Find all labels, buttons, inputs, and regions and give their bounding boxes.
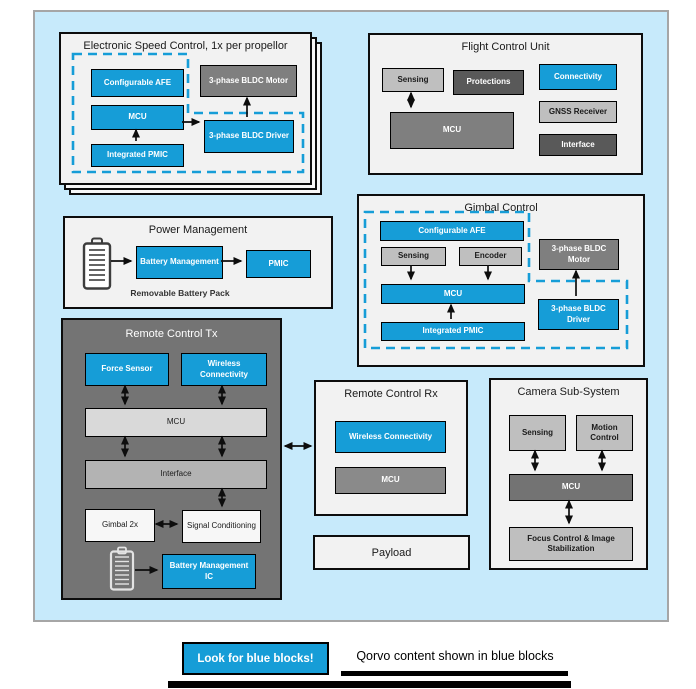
section-payload: Payload [313, 535, 470, 570]
gimbal-title: Gimbal Control [464, 202, 538, 214]
esc-configurable-afe-block: Configurable AFE [91, 69, 184, 97]
section-esc: Electronic Speed Control, 1x per propell… [59, 32, 312, 185]
section-remote-control-tx: Remote Control Tx Force Sensor Wireless … [61, 318, 282, 600]
power-pmic-block: PMIC [246, 250, 311, 278]
esc-integrated-pmic-block: Integrated PMIC [91, 144, 184, 167]
fcu-gnss-receiver-block: GNSS Receiver [539, 101, 617, 123]
fcu-protections-block: Protections [453, 70, 524, 95]
gimbal-bldc-driver-block: 3-phase BLDC Driver [538, 299, 619, 330]
esc-mcu-block: MCU [91, 105, 184, 130]
battery-icon [109, 546, 135, 591]
esc-bldc-motor-block: 3-phase BLDC Motor [200, 65, 297, 97]
fcu-interface-block: Interface [539, 134, 617, 156]
fcu-connectivity-block: Connectivity [539, 64, 617, 90]
camera-sensing-block: Sensing [509, 415, 566, 451]
legend-badge-label: Look for blue blocks! [197, 652, 314, 665]
payload-title: Payload [371, 546, 412, 559]
battery-icon [82, 237, 112, 290]
tx-interface-block: Interface [85, 460, 267, 489]
legend-underline-bar [341, 671, 568, 676]
power-title: Power Management [148, 224, 248, 236]
camera-focus-stabilization-block: Focus Control & Image Stabilization [509, 527, 633, 561]
tx-battery-management-ic-block: Battery Management IC [162, 554, 256, 589]
gimbal-bldc-motor-block: 3-phase BLDC Motor [539, 239, 619, 270]
legend-note: Qorvo content shown in blue blocks [356, 649, 554, 663]
section-flight-control-unit: Flight Control Unit Sensing Protections … [368, 33, 643, 175]
tx-mcu-block: MCU [85, 408, 267, 437]
section-power-management: Power Management Battery Management PMIC… [63, 216, 333, 309]
camera-motion-control-block: Motion Control [576, 415, 633, 451]
rx-wireless-connectivity-block: Wireless Connectivity [335, 421, 446, 453]
camera-mcu-block: MCU [509, 474, 633, 501]
esc-bldc-driver-block: 3-phase BLDC Driver [204, 120, 294, 153]
legend-blue-badge: Look for blue blocks! [182, 642, 329, 675]
gimbal-mcu-block: MCU [381, 284, 525, 304]
rx-mcu-block: MCU [335, 467, 446, 494]
fcu-title: Flight Control Unit [461, 41, 550, 53]
remote-rx-title: Remote Control Rx [344, 388, 438, 400]
tx-wireless-connectivity-block: Wireless Connectivity [181, 353, 267, 386]
remote-tx-title: Remote Control Tx [125, 328, 218, 340]
tx-signal-conditioning-block: Signal Conditioning [182, 510, 261, 543]
camera-title: Camera Sub-System [517, 386, 620, 398]
gimbal-sensing-block: Sensing [381, 247, 446, 266]
fcu-mcu-block: MCU [390, 112, 514, 149]
gimbal-integrated-pmic-block: Integrated PMIC [381, 322, 525, 341]
section-remote-control-rx: Remote Control Rx Wireless Connectivity … [314, 380, 468, 516]
esc-title: Electronic Speed Control, 1x per propell… [83, 40, 288, 52]
legend-bottom-bar [168, 681, 571, 688]
gimbal-encoder-block: Encoder [459, 247, 522, 266]
power-battery-management-block: Battery Management [136, 246, 223, 279]
tx-gimbal-2x-block: Gimbal 2x [85, 509, 155, 542]
gimbal-configurable-afe-block: Configurable AFE [380, 221, 524, 241]
fcu-sensing-block: Sensing [382, 68, 444, 92]
tx-force-sensor-block: Force Sensor [85, 353, 169, 386]
section-gimbal-control: Gimbal Control Configurable AFE Sensing … [357, 194, 645, 367]
power-caption: Removable Battery Pack [130, 288, 230, 298]
section-camera-subsystem: Camera Sub-System Sensing Motion Control… [489, 378, 648, 570]
